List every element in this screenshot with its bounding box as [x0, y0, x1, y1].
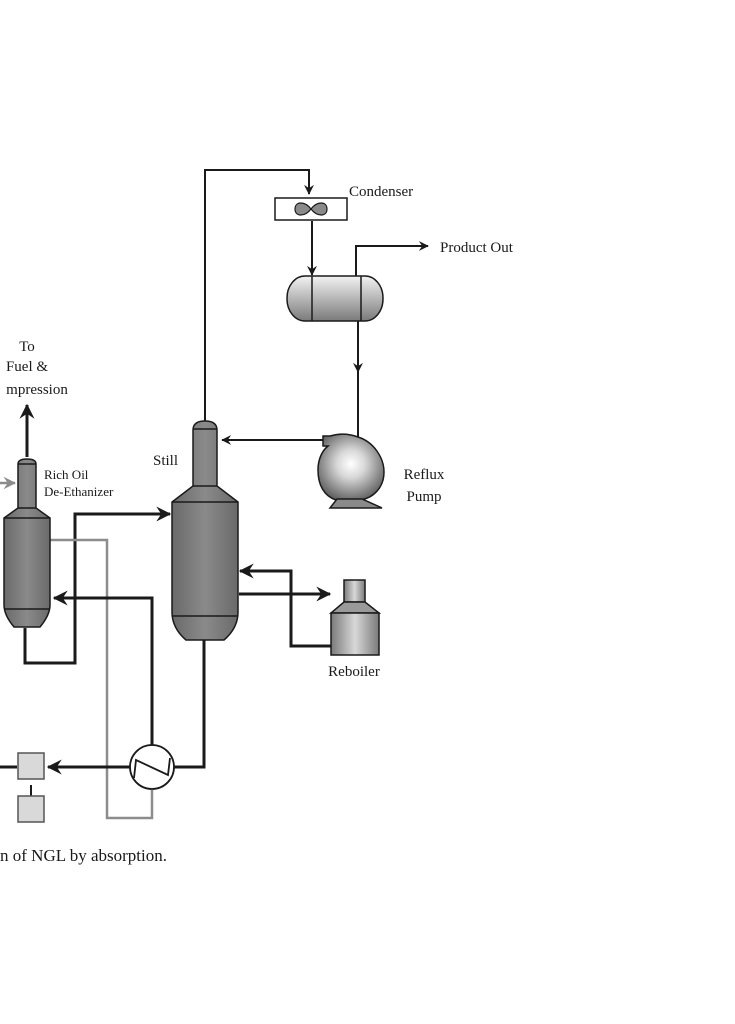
- label-reflux-1: Reflux: [404, 467, 445, 483]
- box-lower: [17, 795, 45, 823]
- reflux-drum: [286, 275, 384, 322]
- condenser: [274, 197, 348, 221]
- label-product-out: Product Out: [440, 240, 514, 256]
- label-to-fuel-1: To: [19, 339, 35, 355]
- figure-caption: n of NGL by absorption.: [0, 846, 167, 865]
- lean-oil-boxes: [17, 752, 45, 823]
- still-column: [171, 420, 239, 641]
- still-bottoms-line: [174, 640, 206, 769]
- gray-loop-line: [50, 538, 154, 820]
- product-out-line: [355, 241, 429, 276]
- label-to-fuel-3: mpression: [6, 382, 68, 398]
- label-rich-oil-2: De-Ethanizer: [44, 484, 114, 499]
- exchanger-to-de-ethanizer-line: [52, 590, 154, 748]
- reflux-pump: [317, 433, 385, 509]
- de-ethanizer-to-still-line: [23, 506, 172, 665]
- fan-icon: [294, 202, 328, 216]
- box-upper: [17, 752, 45, 780]
- reboiler: [328, 579, 382, 656]
- label-rich-oil-1: Rich Oil: [44, 467, 89, 482]
- label-reboiler: Reboiler: [328, 664, 380, 680]
- label-reflux-2: Pump: [406, 489, 441, 505]
- reboiler-return-line: [238, 563, 331, 648]
- label-condenser: Condenser: [349, 184, 413, 200]
- rich-oil-de-ethanizer-column: [3, 458, 51, 628]
- heat-exchanger: [129, 744, 175, 790]
- label-to-fuel-2: Fuel &: [6, 359, 48, 375]
- overhead-vapor-line: [204, 169, 314, 422]
- label-still: Still: [153, 453, 178, 469]
